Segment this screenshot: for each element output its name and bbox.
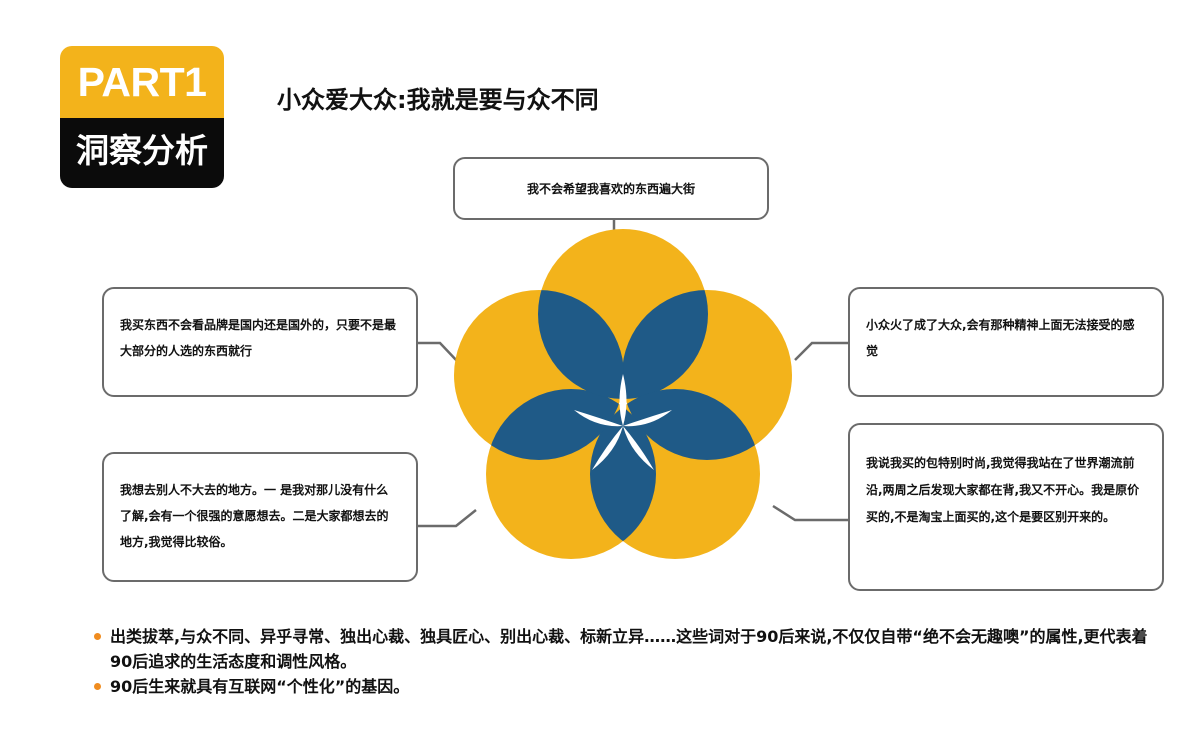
quote-box-right-upper: 小众火了成了大众,会有那种精神上面无法接受的感觉 bbox=[848, 287, 1164, 397]
page-title: 小众爱大众:我就是要与众不同 bbox=[277, 86, 599, 114]
flower-center-star bbox=[574, 374, 672, 470]
connector-right1 bbox=[794, 341, 848, 361]
bullet-text: 90后生来就具有互联网“个性化”的基因。 bbox=[110, 677, 410, 696]
part-number: PART1 bbox=[60, 46, 224, 118]
quote-text: 小众火了成了大众,会有那种精神上面无法接受的感觉 bbox=[866, 318, 1135, 358]
bullet-list: 出类拔萃,与众不同、异乎寻常、独出心裁、独具匠心、别出心裁、标新立异……这些词对… bbox=[94, 624, 1154, 699]
section-label: 洞察分析 bbox=[60, 118, 224, 188]
bullet-item: 90后生来就具有互联网“个性化”的基因。 bbox=[94, 674, 1154, 699]
part-badge: PART1 洞察分析 bbox=[60, 46, 224, 188]
connector-right2 bbox=[772, 504, 848, 522]
quote-text: 我想去别人不大去的地方。一 是我对那儿没有什么了解,会有一个很强的意愿想去。二是… bbox=[120, 483, 389, 549]
quote-box-left-upper: 我买东西不会看品牌是国内还是国外的，只要不是最大部分的人选的东西就行 bbox=[102, 287, 418, 397]
quote-text: 我说我买的包特别时尚,我觉得我站在了世界潮流前沿,两周之后发现大家都在背,我又不… bbox=[866, 456, 1140, 524]
bullet-text: 出类拔萃,与众不同、异乎寻常、独出心裁、独具匠心、别出心裁、标新立异……这些词对… bbox=[110, 627, 1148, 671]
quote-text: 我不会希望我喜欢的东西遍大街 bbox=[526, 181, 695, 196]
connector-left1 bbox=[418, 341, 459, 363]
quote-box-top: 我不会希望我喜欢的东西遍大街 bbox=[453, 157, 769, 220]
quote-box-left-lower: 我想去别人不大去的地方。一 是我对那儿没有什么了解,会有一个很强的意愿想去。二是… bbox=[102, 452, 418, 582]
quote-text: 我买东西不会看品牌是国内还是国外的，只要不是最大部分的人选的东西就行 bbox=[120, 318, 397, 358]
connector-left2 bbox=[418, 509, 477, 528]
quote-box-right-lower: 我说我买的包特别时尚,我觉得我站在了世界潮流前沿,两周之后发现大家都在背,我又不… bbox=[848, 423, 1164, 591]
bullet-dot-icon bbox=[94, 683, 101, 690]
bullet-dot-icon bbox=[94, 633, 101, 640]
bullet-item: 出类拔萃,与众不同、异乎寻常、独出心裁、独具匠心、别出心裁、标新立异……这些词对… bbox=[94, 624, 1154, 674]
